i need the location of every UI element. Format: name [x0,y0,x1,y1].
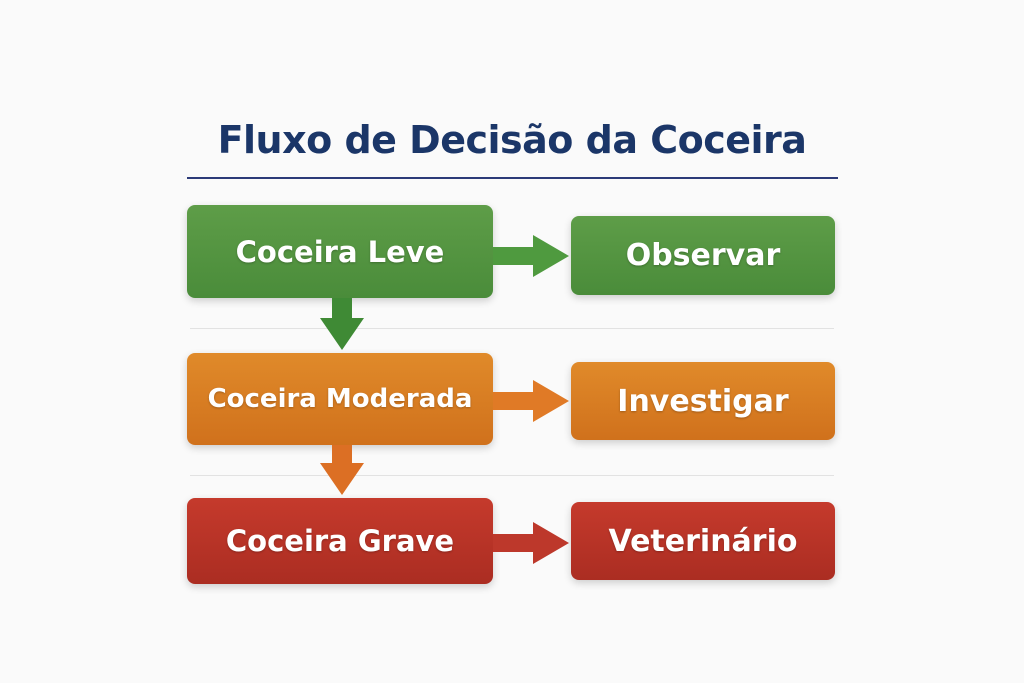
node-observe: Observar [571,216,835,295]
node-mild-itch: Coceira Leve [187,205,493,298]
arrow-down-icon [320,445,364,495]
arrow-right-icon [493,522,569,564]
arrow-down-icon [320,298,364,350]
arrow-right-icon [493,380,569,422]
title-underline [187,177,838,179]
node-investigate: Investigar [571,362,835,440]
node-severe-itch: Coceira Grave [187,498,493,584]
row-divider [190,328,834,329]
node-moderate-itch: Coceira Moderada [187,353,493,445]
arrow-right-icon [493,235,569,277]
node-veterinarian: Veterinário [571,502,835,580]
row-divider [190,475,834,476]
diagram-title: Fluxo de Decisão da Coceira [217,118,807,162]
